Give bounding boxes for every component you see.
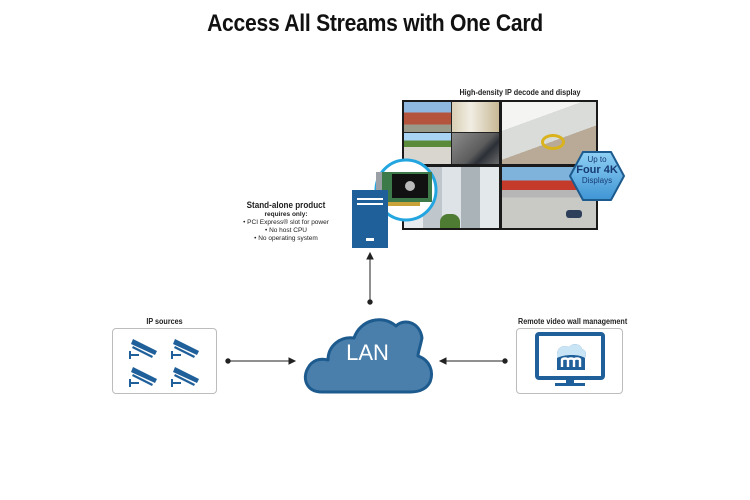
requirement-item: • No operating system [254,235,318,242]
requirement-item: • No host CPU [264,227,307,234]
camera-feed-parking-car [451,133,499,164]
pc-tower-icon [352,190,388,248]
four-4k-badge-icon [569,151,625,201]
badge-line-2: Four 4K [576,164,618,176]
lan-cloud-icon [303,318,433,394]
camera-feed-entrance [451,102,499,133]
standalone-heading: Stand-alone product [246,200,326,210]
standalone-subheading: requires only: [264,211,308,218]
standalone-product-info: Stand-alone product requires only: • PCI… [236,200,336,242]
arrowhead-up [366,251,374,260]
arrowhead-left [438,357,447,365]
connector-dot [502,358,508,364]
security-camera-icon [171,367,199,387]
requirement-item: • PCI Express® slot for power [243,219,329,226]
diagram-title: Access All Streams with One Card [207,10,543,37]
connector-dot [367,299,373,305]
badge-text: Up to Four 4K Displays [568,156,626,185]
arrowhead-right [288,357,297,365]
camera-feed-building [404,102,451,133]
lan-label: LAN [346,340,389,365]
security-camera-icon [129,339,157,359]
ip-sources-box [112,328,217,394]
ip-sources-caption: IP sources [146,317,183,326]
video-wall-display [402,100,598,230]
remote-management-caption: Remote video wall management [518,317,628,326]
badge-line-3: Displays [581,176,613,185]
badge-line-1: Up to [587,155,607,164]
security-camera-icon [171,339,199,359]
video-tile-office-feeds [404,102,499,164]
video-tile-atrium [501,102,596,164]
security-camera-icon [129,367,157,387]
camera-feed-parking-trees [404,133,451,164]
connector-dot [225,358,231,364]
display-wall-caption: High-density IP decode and display [459,88,581,97]
monitor-management-icon [535,332,605,386]
